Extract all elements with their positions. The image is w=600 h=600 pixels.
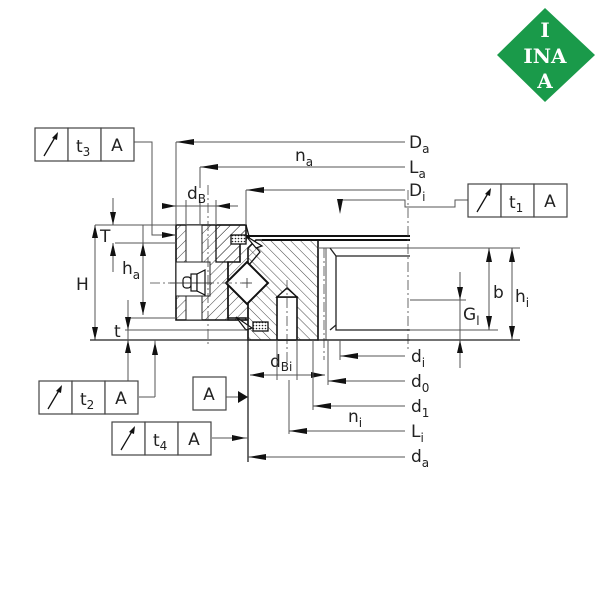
label-Di: Di (409, 181, 425, 204)
tolerance-frame-t4: t4 A (111, 421, 212, 456)
label-ha: ha (122, 259, 140, 282)
tolerance-t1-datum: A (544, 192, 556, 212)
datum-a-frame: A (192, 376, 227, 411)
label-Da: Da (409, 133, 429, 156)
tolerance-t3-datum: A (111, 136, 123, 156)
label-hi: hi (515, 287, 529, 310)
label-t: t (114, 322, 121, 342)
tolerance-frame-t3: t3 A (34, 127, 135, 162)
seal-bottom (252, 321, 269, 332)
logo-letters-middle: INA (523, 44, 567, 68)
label-dB: dB (187, 184, 206, 206)
logo-diamond (497, 8, 595, 102)
label-dBi: dBi (270, 352, 292, 374)
bearing-section (150, 185, 410, 365)
dimension-lines (90, 139, 520, 462)
tolerance-t3-value: t3 (76, 137, 90, 159)
tolerance-t1-value: t1 (509, 193, 523, 215)
tolerance-frame-t2: t2 A (38, 380, 139, 415)
label-da: da (411, 447, 429, 470)
label-na: na (295, 146, 313, 169)
label-T: T (99, 227, 111, 247)
label-La: La (409, 158, 426, 181)
label-H: H (76, 275, 89, 295)
label-Gl: Gl (463, 305, 480, 328)
label-di: di (411, 347, 425, 370)
tolerance-frame-t1: t1 A (467, 183, 568, 218)
label-d1: d1 (411, 397, 429, 420)
seal-top (230, 234, 247, 245)
logo-letter-bottom: A (536, 69, 553, 93)
tolerance-t2-value: t2 (80, 390, 94, 412)
tolerance-t4-value: t4 (153, 431, 167, 453)
tolerance-t4-datum: A (188, 430, 200, 450)
runout-arrow-icon (43, 132, 58, 157)
runout-arrow-icon (47, 385, 62, 410)
ina-logo: I INA A (497, 8, 595, 102)
tolerance-t2-datum: A (115, 389, 127, 409)
label-ni: ni (348, 407, 362, 430)
logo-letter-top: I (540, 18, 549, 42)
label-d0: d0 (411, 372, 429, 395)
runout-arrow-icon (476, 188, 491, 213)
label-b: b (493, 283, 504, 303)
label-Li: Li (411, 422, 424, 445)
datum-a-label: A (203, 385, 215, 405)
dimension-labels: Da na La Di dB T H ha t b hi Gl dBi di d… (76, 133, 529, 470)
runout-arrow-icon (120, 426, 135, 451)
